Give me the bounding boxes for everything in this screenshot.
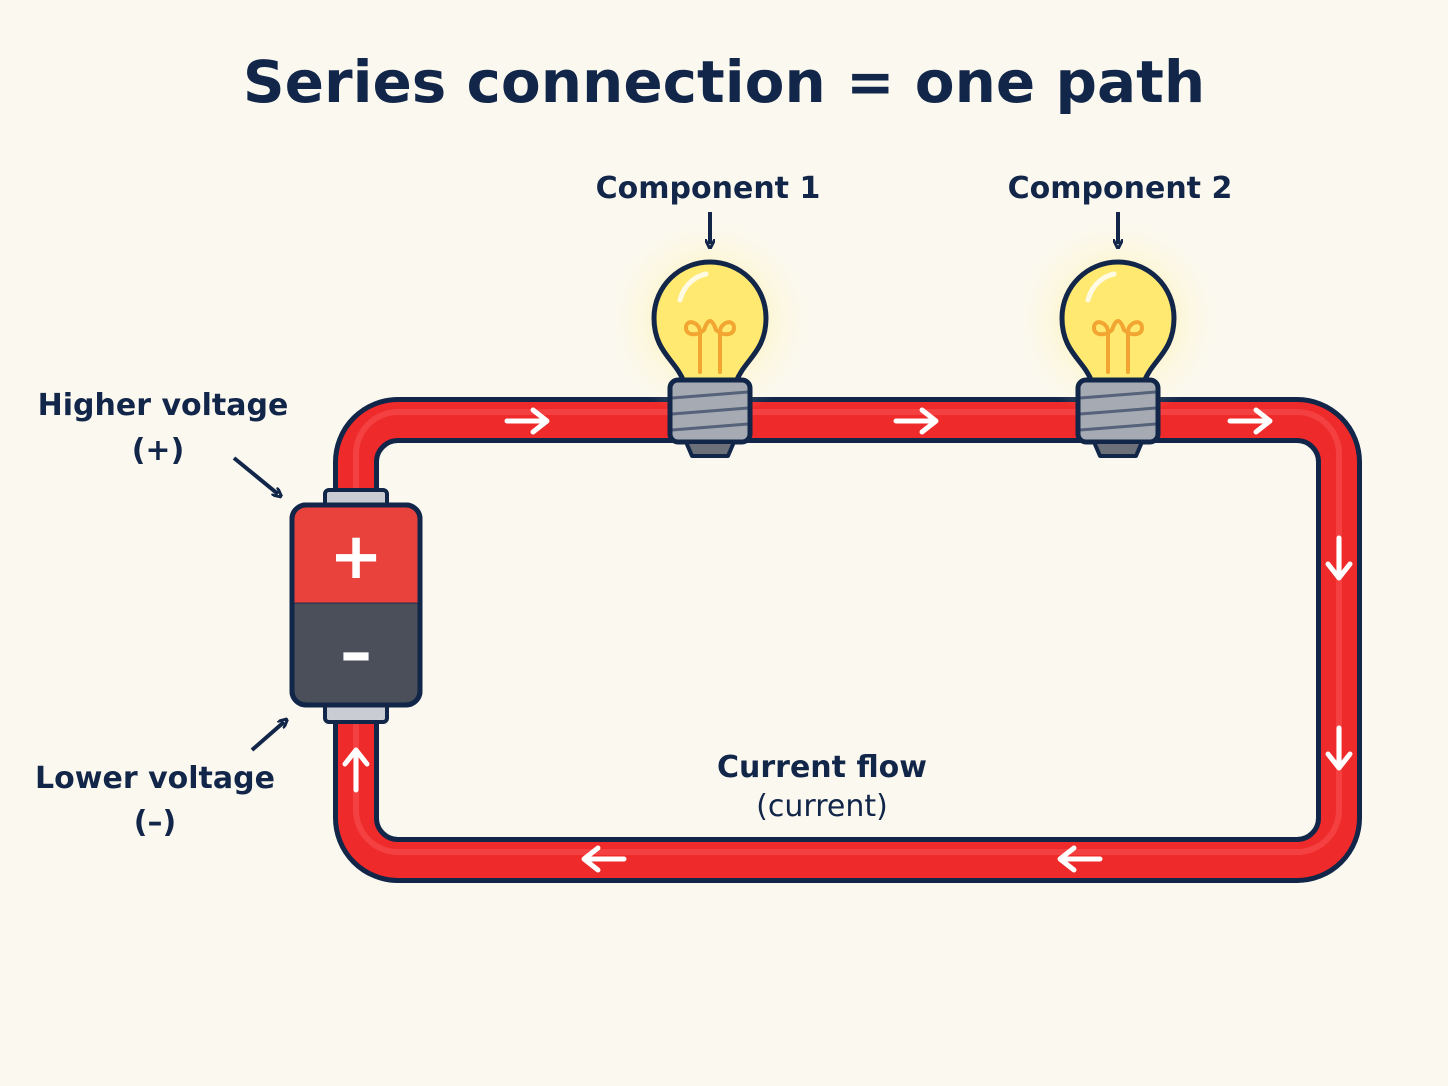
- battery-plus-symbol: +: [329, 520, 383, 594]
- component-1-label: Component 1: [596, 171, 821, 206]
- arrow-icon: [250, 722, 284, 752]
- arrow-icon: [232, 456, 278, 494]
- higher-voltage-label: Higher voltage: [38, 388, 289, 423]
- battery-icon: + –: [289, 488, 423, 724]
- current-flow-label: Current flow: [717, 750, 927, 785]
- battery-minus-symbol: –: [340, 616, 372, 690]
- lower-voltage-sign: (–): [134, 805, 176, 840]
- diagram-title: Series connection = one path: [243, 48, 1205, 116]
- light-bulb-icon: [610, 220, 810, 458]
- lower-voltage-label: Lower voltage: [35, 761, 275, 796]
- current-flow-sublabel: (current): [756, 789, 888, 824]
- component-2-label: Component 2: [1008, 171, 1233, 206]
- light-bulb-icon: [1018, 220, 1218, 458]
- higher-voltage-sign: (+): [132, 433, 185, 468]
